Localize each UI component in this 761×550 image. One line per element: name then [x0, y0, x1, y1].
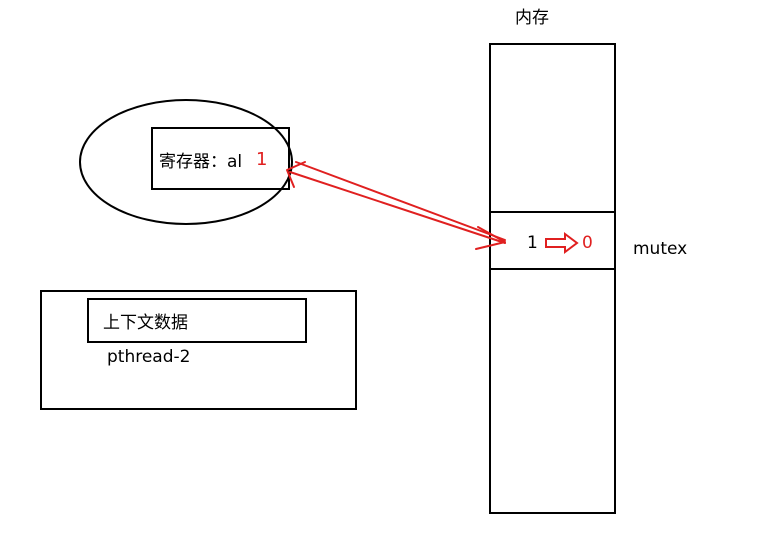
- exchange-arrow: [286, 161, 506, 250]
- value-change-arrow: [545, 232, 579, 254]
- memory-column: [489, 43, 616, 514]
- mutex-new-value: 0: [582, 233, 593, 253]
- cpu-ellipse: [79, 99, 293, 225]
- mutex-label: mutex: [633, 239, 688, 259]
- thread-name: pthread-2: [107, 347, 191, 367]
- mutex-old-value: 1: [527, 233, 538, 253]
- thread-box: [40, 290, 357, 410]
- memory-title: 内存: [515, 8, 549, 28]
- context-data-box: [87, 298, 307, 343]
- context-data-label: 上下文数据: [103, 313, 188, 333]
- register-label: 寄存器：al: [159, 152, 243, 172]
- register-box: [151, 127, 290, 190]
- register-value: 1: [256, 149, 268, 170]
